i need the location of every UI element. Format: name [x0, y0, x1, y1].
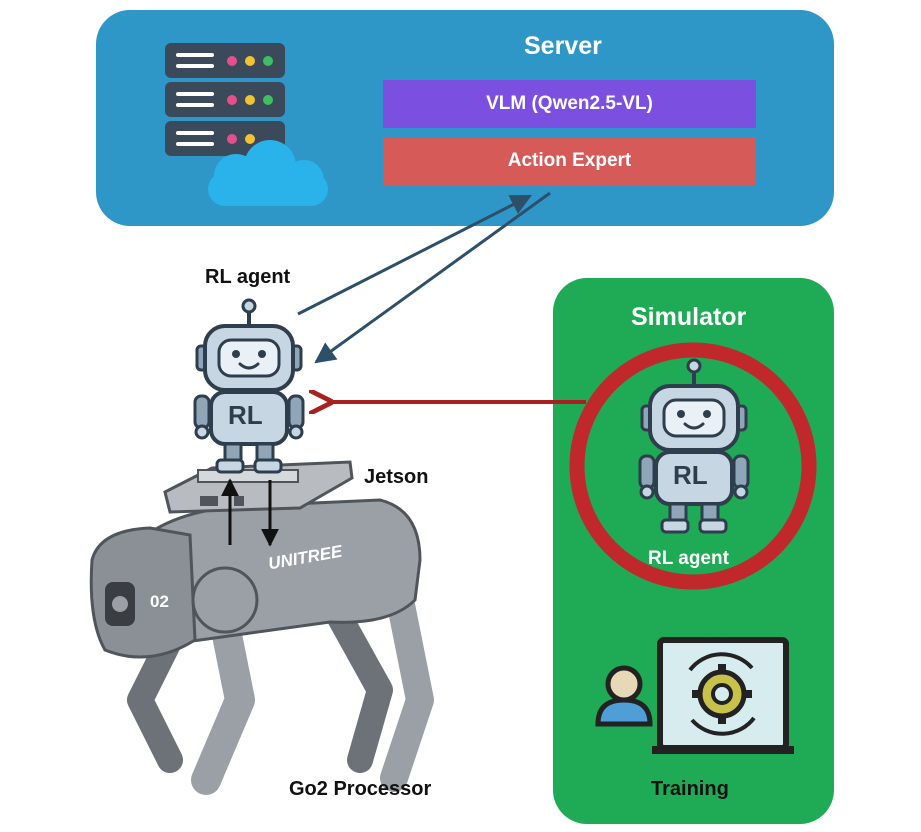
user-icon — [595, 665, 653, 727]
sim-agent-label: RL agent — [648, 548, 729, 569]
vlm-label: VLM (Qwen2.5-VL) — [486, 93, 653, 114]
go2-processor-label: Go2 Processor — [289, 778, 432, 800]
training-monitor-icon — [652, 637, 794, 754]
rl-badge: RL — [228, 400, 263, 430]
model-number: 02 — [150, 592, 169, 611]
jetson-label: Jetson — [364, 466, 429, 488]
server-title: Server — [524, 32, 602, 60]
rl-agent-robot-icon — [193, 298, 305, 474]
robot-dog — [89, 460, 434, 795]
rl-agent-label: RL agent — [205, 266, 291, 288]
sim-rl-badge: RL — [673, 460, 708, 490]
simulator-ring — [569, 342, 817, 590]
cloud-icon — [208, 140, 328, 206]
arrow-server-to-agent — [314, 191, 551, 364]
server-rack-icon — [165, 43, 285, 156]
vlm-box — [383, 80, 756, 128]
action-expert-label: Action Expert — [507, 150, 632, 171]
training-label: Training — [651, 778, 729, 800]
arrow-agent-to-server — [297, 194, 532, 316]
gear-icon — [688, 652, 756, 736]
action-expert-box — [383, 137, 756, 185]
simulator-title: Simulator — [631, 303, 747, 331]
